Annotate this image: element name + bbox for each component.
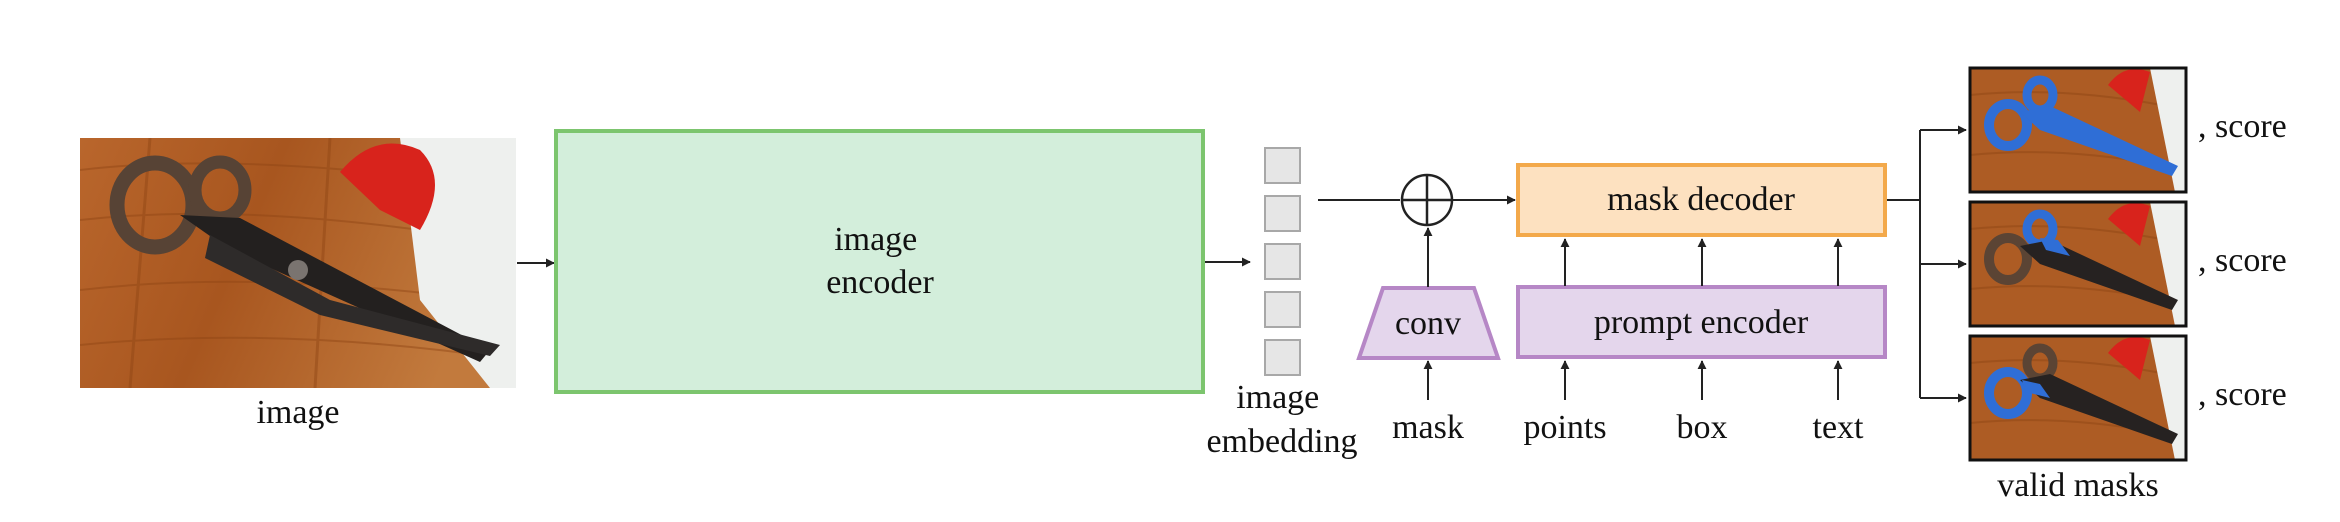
- sum-node-icon: [1400, 173, 1454, 227]
- input-image: [80, 138, 516, 388]
- red-tape-dispenser: [340, 143, 435, 230]
- mask-2-score-label: , score: [2198, 242, 2287, 279]
- image-embedding-label: image embedding: [1206, 379, 1357, 460]
- embedding-cell: [1264, 195, 1301, 232]
- input-image-label: image: [256, 394, 339, 431]
- embedding-cell: [1264, 147, 1301, 184]
- prompt-encoder-label: prompt encoder: [1594, 304, 1809, 341]
- mask-input-label: mask: [1392, 409, 1464, 446]
- valid-mask-thumbnail-1: [1968, 66, 2188, 194]
- valid-mask-thumbnail-3: [1968, 334, 2188, 462]
- mask-1-score-label: , score: [2198, 108, 2287, 145]
- image-embedding: [1264, 147, 1301, 376]
- conv-label: conv: [1395, 305, 1461, 342]
- mask-3-score-label: , score: [2198, 376, 2287, 413]
- prompt-encoder-box: [1516, 285, 1887, 359]
- image-encoder-box: [554, 129, 1205, 394]
- mask-decoder-label: mask decoder: [1607, 181, 1796, 218]
- prompt-input-points: points: [1523, 409, 1606, 446]
- embedding-cell: [1264, 339, 1301, 376]
- embedding-cell: [1264, 243, 1301, 280]
- prompt-input-text: text: [1813, 409, 1865, 446]
- embedding-cell: [1264, 291, 1301, 328]
- output-branch-lines: [1887, 130, 1921, 398]
- valid-mask-thumbnail-2: [1968, 200, 2188, 328]
- valid-masks-caption: valid masks: [1997, 467, 2158, 504]
- conv-block: [1356, 286, 1501, 360]
- prompt-input-box: box: [1677, 409, 1728, 446]
- scissors: [109, 155, 500, 362]
- mask-decoder-box: [1516, 163, 1887, 237]
- image-encoder-label: image encoder: [826, 221, 934, 301]
